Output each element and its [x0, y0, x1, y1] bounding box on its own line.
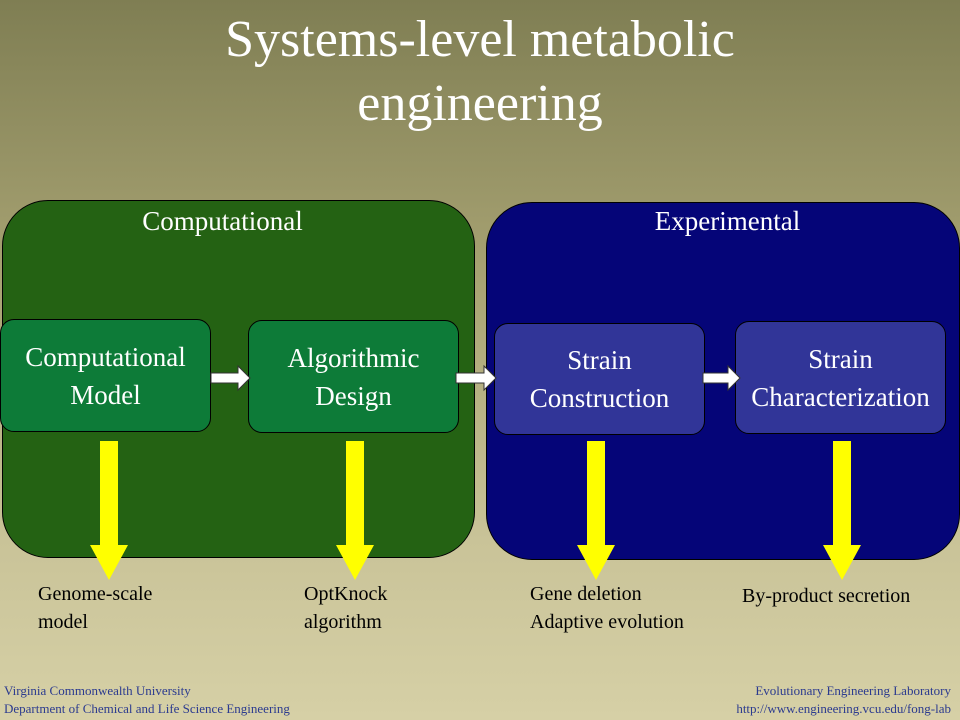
box-label-line-2: Construction	[529, 383, 670, 413]
box-label-line-2: Design	[315, 380, 392, 411]
title-line-1: Systems-level metabolic	[225, 11, 735, 68]
flow-arrow-icon	[702, 364, 741, 392]
computational-model-box: Computational Model	[0, 319, 211, 432]
footer-right: Evolutionary Engineering Laboratory http…	[736, 682, 951, 718]
title-line-2: engineering	[357, 75, 603, 132]
strain-characterization-box: Strain Characterization	[735, 321, 946, 434]
genome-scale-model-note: Genome-scale model	[38, 580, 152, 636]
box-label-line-2: Characterization	[751, 381, 930, 412]
box-label-line-1: Computational	[25, 341, 186, 372]
output-arrow-icon	[90, 441, 128, 580]
strain-construction-note: Gene deletion Adaptive evolution	[530, 580, 684, 636]
algorithmic-design-box: Algorithmic Design	[248, 320, 459, 433]
flow-arrow-icon	[455, 364, 497, 392]
flow-arrow-icon	[210, 364, 251, 392]
footer-university: Virginia Commonwealth University	[4, 683, 191, 698]
output-arrow-icon	[336, 441, 374, 580]
note-line: By-product secretion	[742, 585, 911, 607]
note-line: OptKnock	[304, 583, 388, 605]
note-line: Genome-scale	[38, 583, 153, 605]
output-arrow-icon	[577, 441, 615, 580]
footer-department: Department of Chemical and Life Science …	[4, 701, 290, 716]
by-product-secretion-note: By-product secretion	[742, 582, 910, 610]
box-label-line-1: Algorithmic	[287, 342, 420, 373]
footer-lab: Evolutionary Engineering Laboratory	[755, 683, 951, 698]
box-label-line-1: Strain	[808, 343, 873, 374]
note-line: model	[38, 611, 88, 633]
footer-url: http://www.engineering.vcu.edu/fong-lab	[736, 701, 951, 716]
optknock-note: OptKnock algorithm	[304, 580, 387, 636]
note-line: Gene deletion	[530, 583, 642, 605]
computational-panel-label: Computational	[142, 206, 303, 236]
slide-title: Systems-level metabolic engineering	[0, 8, 960, 136]
note-line: Adaptive evolution	[530, 611, 684, 633]
box-label-line-1: Strain	[567, 345, 632, 375]
experimental-panel-label: Experimental	[654, 206, 801, 236]
note-line: algorithm	[304, 611, 382, 633]
output-arrow-icon	[823, 441, 861, 580]
box-label-line-2: Model	[70, 379, 141, 410]
footer-left: Virginia Commonwealth University Departm…	[4, 682, 290, 718]
